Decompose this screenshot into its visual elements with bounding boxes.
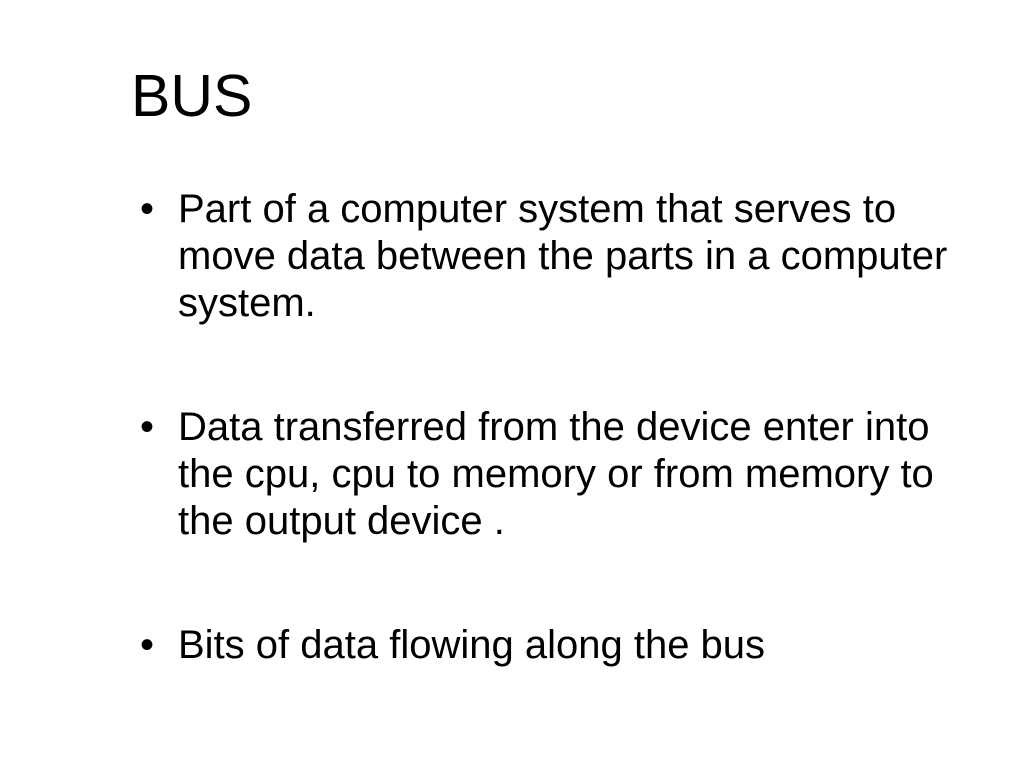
bullet-list: • Part of a computer system that serves … xyxy=(140,186,970,746)
bullet-item: • Data transferred from the device enter… xyxy=(140,404,970,545)
bullet-dot-icon: • xyxy=(140,405,155,449)
bullet-item: • Part of a computer system that serves … xyxy=(140,186,970,327)
bullet-text: Bits of data flowing along the bus xyxy=(178,623,766,667)
bullet-dot-icon: • xyxy=(140,187,155,231)
bullet-text: Part of a computer system that serves to… xyxy=(178,187,948,325)
bullet-dot-icon: • xyxy=(140,623,155,667)
slide-title: BUS xyxy=(131,63,253,129)
bullet-item: • Bits of data flowing along the bus xyxy=(140,622,970,669)
bullet-text: Data transferred from the device enter i… xyxy=(178,405,934,543)
